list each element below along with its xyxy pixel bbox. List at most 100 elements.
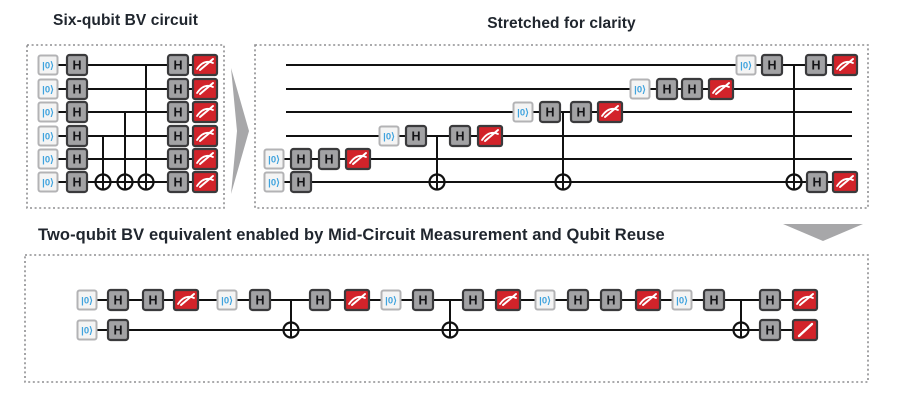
measurement-gate: [191, 77, 219, 101]
hadamard-gate: H: [804, 53, 828, 77]
panel-title-stretched: Stretched for clarity: [487, 15, 636, 32]
ket0-state-box: |0⟩: [37, 148, 59, 170]
svg-text:H: H: [296, 176, 305, 190]
measurement-meter-icon: [499, 295, 517, 305]
measurement-meter-icon: [639, 295, 657, 305]
svg-text:H: H: [811, 59, 820, 73]
panel-title-two-qubit: Two-qubit BV equivalent enabled by Mid-C…: [38, 226, 665, 244]
cnot-target: [116, 173, 134, 191]
svg-text:H: H: [72, 59, 81, 73]
hadamard-gate: H: [680, 77, 704, 101]
cnot-target-icon: [137, 173, 155, 191]
svg-text:H: H: [72, 153, 81, 167]
stretch-arrow-icon: [231, 68, 249, 194]
cnot-target: [428, 173, 446, 191]
hadamard-gate: H: [760, 53, 784, 77]
measurement-meter-icon: [836, 177, 854, 187]
svg-text:|0⟩: |0⟩: [42, 132, 54, 143]
measurement-gate: [191, 124, 219, 148]
svg-text:H: H: [662, 83, 671, 97]
meter-needle: [799, 293, 814, 306]
ket0-state-box: |0⟩: [380, 289, 402, 311]
measurement-meter-icon: [348, 295, 366, 305]
hadamard-gate: H: [308, 288, 332, 312]
meter-needle: [199, 82, 214, 95]
final-measurement-gate: [791, 318, 819, 342]
meter-needle: [502, 293, 517, 306]
ket0-state-box: |0⟩: [263, 148, 285, 170]
svg-text:H: H: [173, 83, 182, 97]
panel-border-stretched: [254, 44, 869, 209]
ket0-state-box: |0⟩: [378, 125, 400, 147]
ket0-state-box: |0⟩: [512, 101, 534, 123]
svg-text:H: H: [72, 106, 81, 120]
hadamard-gate: H: [166, 147, 190, 171]
hadamard-gate: H: [65, 147, 89, 171]
cnot-target: [137, 173, 155, 191]
svg-text:H: H: [296, 153, 305, 167]
meter-needle: [199, 105, 214, 118]
meter-needle: [484, 129, 499, 142]
svg-text:H: H: [812, 176, 821, 190]
svg-text:H: H: [72, 130, 81, 144]
ket0-state-box: |0⟩: [629, 78, 651, 100]
hadamard-gate: H: [758, 288, 782, 312]
svg-text:H: H: [687, 83, 696, 97]
meter-needle: [199, 152, 214, 165]
svg-text:H: H: [765, 324, 774, 338]
cnot-target: [732, 321, 750, 339]
measurement-gate: [494, 288, 522, 312]
svg-text:|0⟩: |0⟩: [42, 155, 54, 166]
measurement-meter-icon: [196, 60, 214, 70]
measurement-meter-icon: [196, 131, 214, 141]
hadamard-gate: H: [599, 288, 623, 312]
svg-text:|0⟩: |0⟩: [42, 85, 54, 96]
hadamard-gate: H: [758, 318, 782, 342]
svg-text:H: H: [576, 106, 585, 120]
measurement-meter-icon: [196, 107, 214, 117]
ket0-state-box: |0⟩: [671, 289, 693, 311]
ket0-state-box: |0⟩: [76, 319, 98, 341]
svg-text:|0⟩: |0⟩: [634, 85, 646, 96]
hadamard-gate: H: [289, 170, 313, 194]
measurement-meter-icon: [836, 60, 854, 70]
cnot-target-icon: [94, 173, 112, 191]
down-arrow-icon: [783, 224, 863, 241]
ket0-state-box: |0⟩: [534, 289, 556, 311]
svg-text:H: H: [455, 130, 464, 144]
cnot-target-icon: [785, 173, 803, 191]
measurement-meter-icon: [601, 107, 619, 117]
meter-needle: [199, 58, 214, 71]
meter-needle: [351, 293, 366, 306]
svg-text:H: H: [411, 130, 420, 144]
hadamard-gate: H: [65, 124, 89, 148]
cnot-target: [94, 173, 112, 191]
meter-needle: [715, 82, 730, 95]
cnot-target-icon: [441, 321, 459, 339]
svg-text:H: H: [765, 294, 774, 308]
hadamard-gate: H: [106, 288, 130, 312]
svg-text:H: H: [148, 294, 157, 308]
meter-needle: [604, 105, 619, 118]
hadamard-gate: H: [317, 147, 341, 171]
svg-text:|0⟩: |0⟩: [221, 296, 233, 307]
hadamard-gate: H: [289, 147, 313, 171]
ket0-state-box: |0⟩: [37, 54, 59, 76]
svg-text:H: H: [173, 130, 182, 144]
measurement-gate: [596, 100, 624, 124]
hadamard-gate: H: [655, 77, 679, 101]
svg-text:H: H: [72, 83, 81, 97]
measurement-gate: [476, 124, 504, 148]
hadamard-gate: H: [248, 288, 272, 312]
svg-text:H: H: [573, 294, 582, 308]
svg-text:H: H: [418, 294, 427, 308]
measurement-gate: [634, 288, 662, 312]
hadamard-gate: H: [65, 53, 89, 77]
measurement-meter-icon: [196, 177, 214, 187]
svg-text:H: H: [255, 294, 264, 308]
svg-text:H: H: [324, 153, 333, 167]
ket0-state-box: |0⟩: [263, 171, 285, 193]
measurement-gate: [191, 170, 219, 194]
